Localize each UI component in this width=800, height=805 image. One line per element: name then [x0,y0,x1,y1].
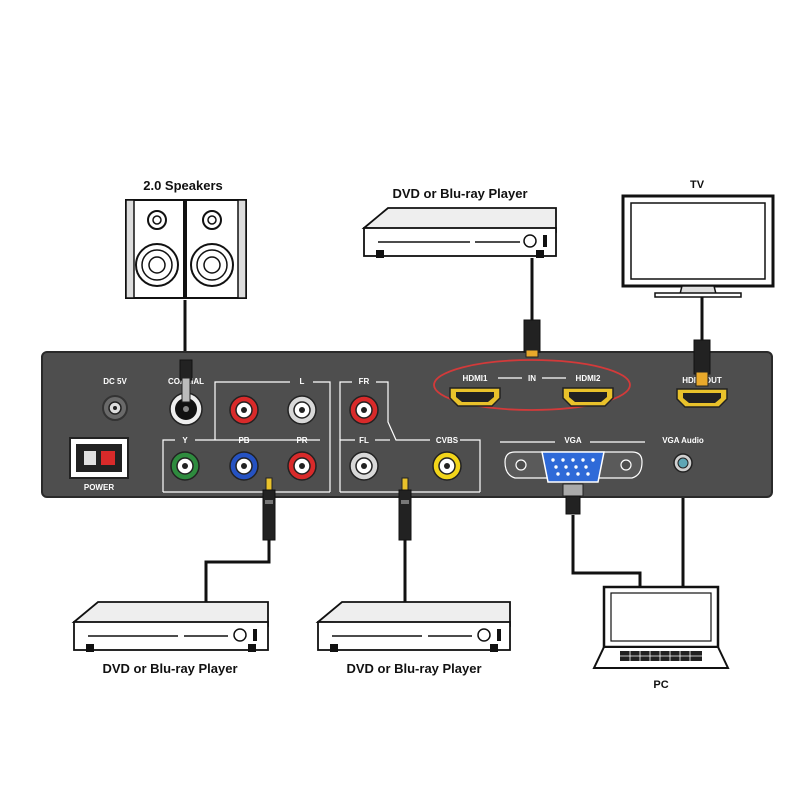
hdmi1-port [449,387,501,407]
rca-pr-red [287,451,317,481]
component-plug [262,477,276,541]
rca-fr-red [349,395,379,425]
rca-l-red [229,395,259,425]
vga-label: VGA [564,436,582,445]
rca-cvbs-yellow [432,451,462,481]
dvd-left-label: DVD or Blu-ray Player [102,661,237,676]
rca-y-green [170,451,200,481]
rca-fl-white [349,451,379,481]
hdmi-in-plug [523,319,541,358]
pc-label: PC [653,679,668,691]
vga-port [500,441,645,483]
speaker-right [185,199,247,299]
speakers [125,199,247,299]
hdmi-out-port [676,388,728,408]
speaker-left [125,199,185,299]
l-label: L [300,377,305,386]
hdmi2-label: HDMI2 [576,374,601,383]
switch-panel: DC 5V POWER COAXIAL [41,351,773,498]
rca-l-white [287,395,317,425]
power-switch[interactable] [69,437,129,479]
dc5v-jack [102,395,128,421]
vga-plug [562,483,584,515]
hdmi2-port [562,387,614,407]
cable-component [204,540,271,608]
coaxial-plug [179,359,193,403]
fl-label: FL [359,436,369,445]
hdmi-in-highlight [433,359,631,411]
dvd-mid-label: DVD or Blu-ray Player [346,661,481,676]
tv [621,194,775,298]
dc5v-label: DC 5V [103,377,127,386]
coaxial-port [169,392,203,426]
fr-label: FR [359,377,370,386]
power-label: POWER [84,483,114,492]
cvbs-plug [398,477,412,541]
vga-audio-jack [673,453,693,473]
pb-label: PB [238,436,249,445]
group-lines [162,381,481,493]
speakers-label: 2.0 Speakers [143,178,223,193]
dvd-player-left [71,601,269,652]
rca-pb-blue [229,451,259,481]
dvd-player-top [361,207,557,258]
dvd-top-label: DVD or Blu-ray Player [392,186,527,201]
in-label: IN [528,374,536,383]
pr-label: PR [296,436,307,445]
vga-audio-label: VGA Audio [662,436,704,445]
tv-label: TV [690,179,705,191]
cable-vga [571,515,642,590]
pc-laptop [592,585,730,669]
y-label: Y [182,436,188,445]
hdmi-out-plug [693,339,711,387]
hdmi1-label: HDMI1 [463,374,488,383]
cvbs-label: CVBS [436,436,459,445]
dvd-player-middle [315,601,511,652]
